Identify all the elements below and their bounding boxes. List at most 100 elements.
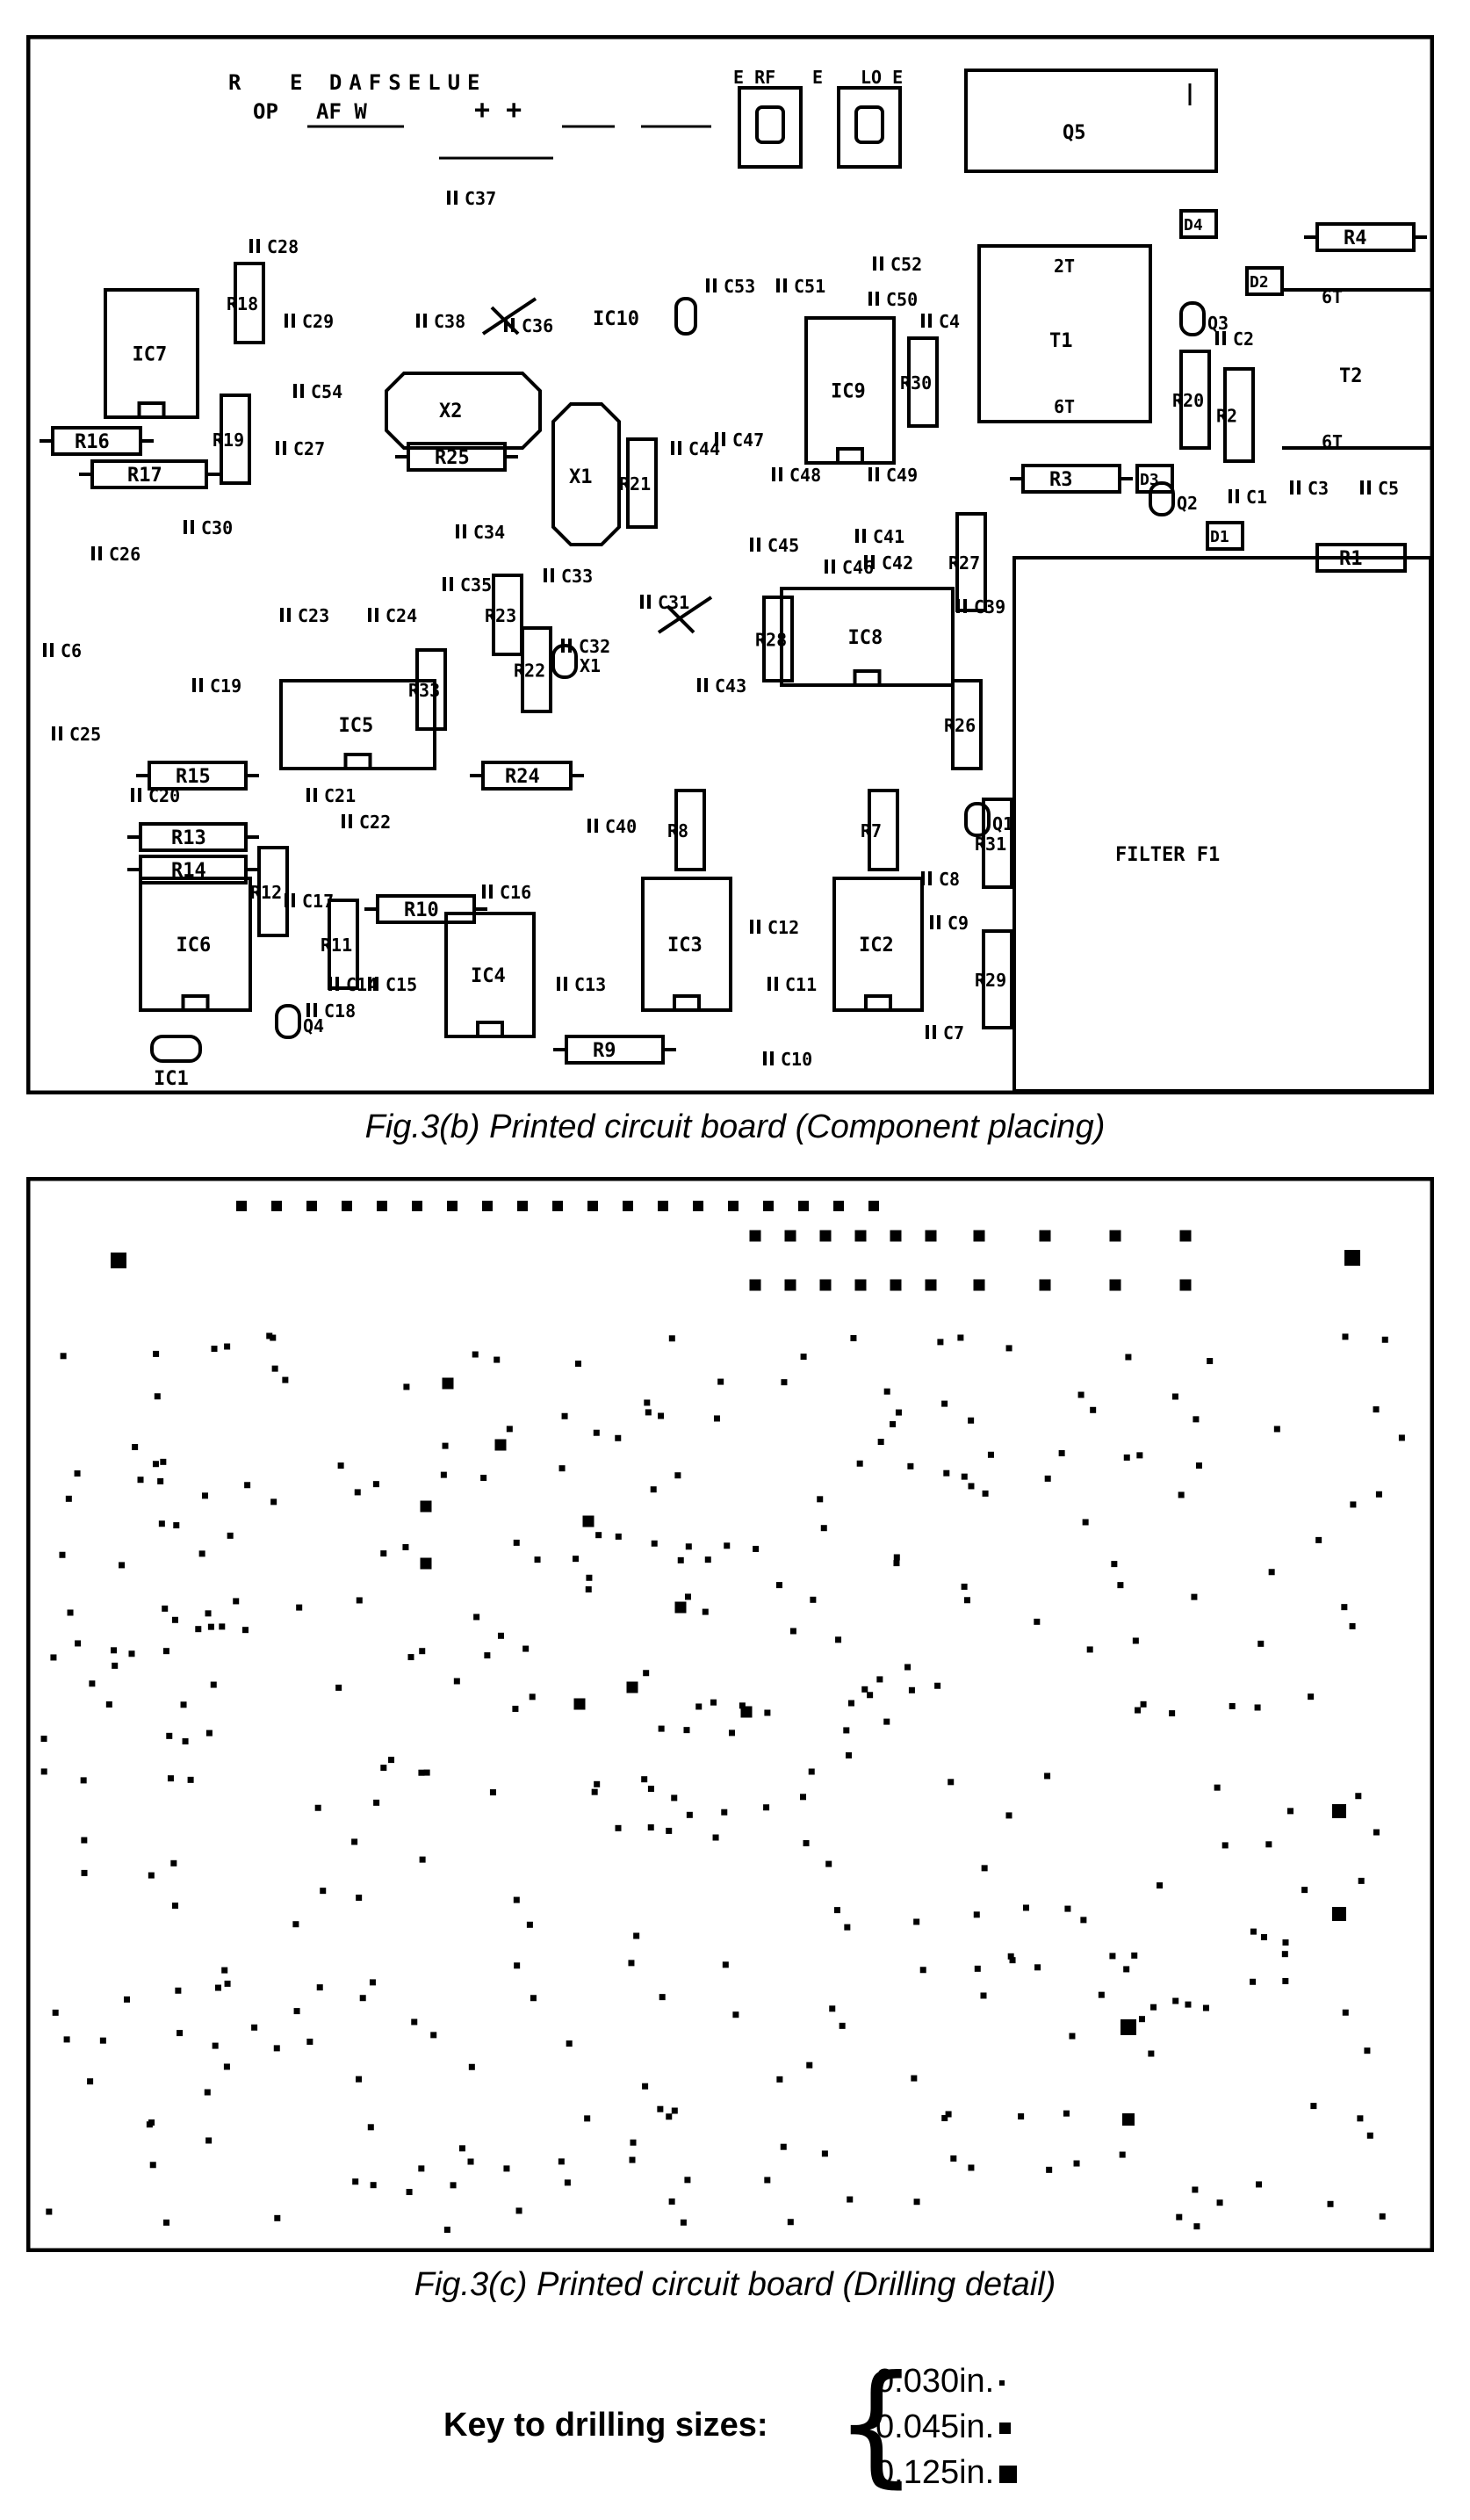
drill-hole <box>105 1701 112 1708</box>
drill-hole <box>40 1768 47 1775</box>
drill-hole <box>883 1718 890 1725</box>
ic-notch <box>476 1021 504 1038</box>
drill-hole <box>1119 2151 1126 2158</box>
diode-body <box>1179 209 1218 239</box>
ic-notch <box>864 994 892 1012</box>
winding-label: 6T <box>1054 396 1075 417</box>
drill-hole <box>1398 1434 1405 1441</box>
drill-hole <box>847 2196 854 2203</box>
drill-hole <box>1111 1561 1118 1568</box>
capacitor-label: C50 <box>886 289 918 310</box>
capacitor-label: C9 <box>948 913 969 934</box>
drill-hole <box>342 1201 352 1211</box>
drill-hole <box>402 1543 409 1550</box>
drill-hole <box>149 2162 156 2169</box>
drill-hole <box>808 1768 815 1775</box>
resistor-label: R30 <box>900 372 932 394</box>
drill-hole <box>152 1461 159 1468</box>
drill-hole <box>552 1201 563 1211</box>
drill-hole <box>494 1356 501 1363</box>
drill-hole <box>175 1987 182 1994</box>
drill-hole <box>798 1201 809 1211</box>
drill-hole <box>911 2075 918 2082</box>
capacitor-label: C37 <box>465 188 496 209</box>
ic10-body <box>674 297 697 336</box>
transformer-t1 <box>977 244 1152 423</box>
drill-hole <box>1207 1358 1214 1365</box>
resistor-body <box>907 336 939 428</box>
drill-hole <box>740 1706 753 1718</box>
drill-hole <box>506 1426 513 1433</box>
drill-hole <box>467 2158 474 2165</box>
ic-label: IC7 <box>133 344 168 366</box>
capacitor-label: C35 <box>460 574 492 596</box>
drill-hole <box>420 1500 432 1513</box>
capacitor-label: C33 <box>561 566 593 587</box>
drill-hole <box>529 1693 536 1700</box>
drill-hole <box>749 1230 761 1242</box>
drill-hole <box>515 2207 522 2214</box>
drill-hole <box>215 1984 222 1991</box>
drill-hole <box>1349 1622 1356 1629</box>
drill-hole <box>172 1903 179 1910</box>
drill-hole <box>713 1415 720 1422</box>
drill-hole <box>244 1482 251 1489</box>
drill-hole <box>658 1725 665 1732</box>
drill-hole <box>1176 2213 1183 2220</box>
drill-hole <box>945 2111 952 2118</box>
drill-hole <box>753 1545 760 1552</box>
drill-hole <box>81 1869 88 1876</box>
drill-hole <box>187 1776 194 1783</box>
drill-hole <box>775 1582 782 1589</box>
drill-hole <box>763 1201 774 1211</box>
drill-hole <box>148 1872 155 1879</box>
ic-label: IC2 <box>859 935 894 957</box>
drill-hole <box>1178 1491 1185 1498</box>
drill-hole <box>177 2030 184 2037</box>
drill-hole <box>671 1794 678 1802</box>
drill-hole <box>586 1574 593 1581</box>
drill-hole <box>913 1918 920 1925</box>
drill-hole <box>224 1980 231 1987</box>
drill-hole <box>1009 1957 1016 1964</box>
drill-hole <box>973 1911 980 1918</box>
resistor-label: R2 <box>1216 406 1237 427</box>
header-label-bottom-1: OP <box>253 99 278 124</box>
drill-hole <box>982 1490 989 1497</box>
resistor-label: R25 <box>435 447 470 469</box>
drill-hole <box>1122 2113 1135 2126</box>
drill-hole <box>182 1738 189 1745</box>
drill-hole <box>821 2150 828 2157</box>
capacitor-label: C6 <box>61 640 82 661</box>
drill-hole <box>221 1967 228 1974</box>
drill-hole <box>1069 2033 1076 2040</box>
resistor-label: R31 <box>975 834 1006 855</box>
resistor-label: R21 <box>619 473 651 495</box>
capacitor-label: C45 <box>767 535 799 556</box>
drill-hole <box>566 2040 573 2047</box>
drill-hole <box>1381 1336 1388 1343</box>
ic-label: IC5 <box>339 715 374 737</box>
drill-hole <box>534 1556 541 1563</box>
drill-hole <box>1082 1519 1089 1526</box>
drill-hole <box>198 1550 205 1557</box>
drill-hole <box>948 1779 955 1786</box>
drill-hole <box>642 2083 649 2090</box>
trimmer-capacitor <box>666 604 695 634</box>
capacitor-label: C12 <box>767 917 799 938</box>
drill-hole <box>1214 1784 1221 1791</box>
resistor-label: R28 <box>755 630 787 651</box>
drill-hole <box>1191 1593 1198 1600</box>
drill-hole <box>647 1786 654 1793</box>
drill-hole <box>1005 1345 1012 1352</box>
drill-hole <box>850 1335 857 1342</box>
drill-hole <box>1150 2004 1157 2011</box>
drill-hole <box>1171 1393 1178 1400</box>
drill-hole <box>1301 1887 1308 1894</box>
drill-hole <box>442 1442 449 1449</box>
drill-hole <box>937 1339 944 1346</box>
resistor-label: R27 <box>948 552 980 574</box>
drill-hole <box>594 1780 601 1787</box>
transistor-body <box>1149 481 1175 516</box>
drill-hole <box>685 1543 692 1550</box>
